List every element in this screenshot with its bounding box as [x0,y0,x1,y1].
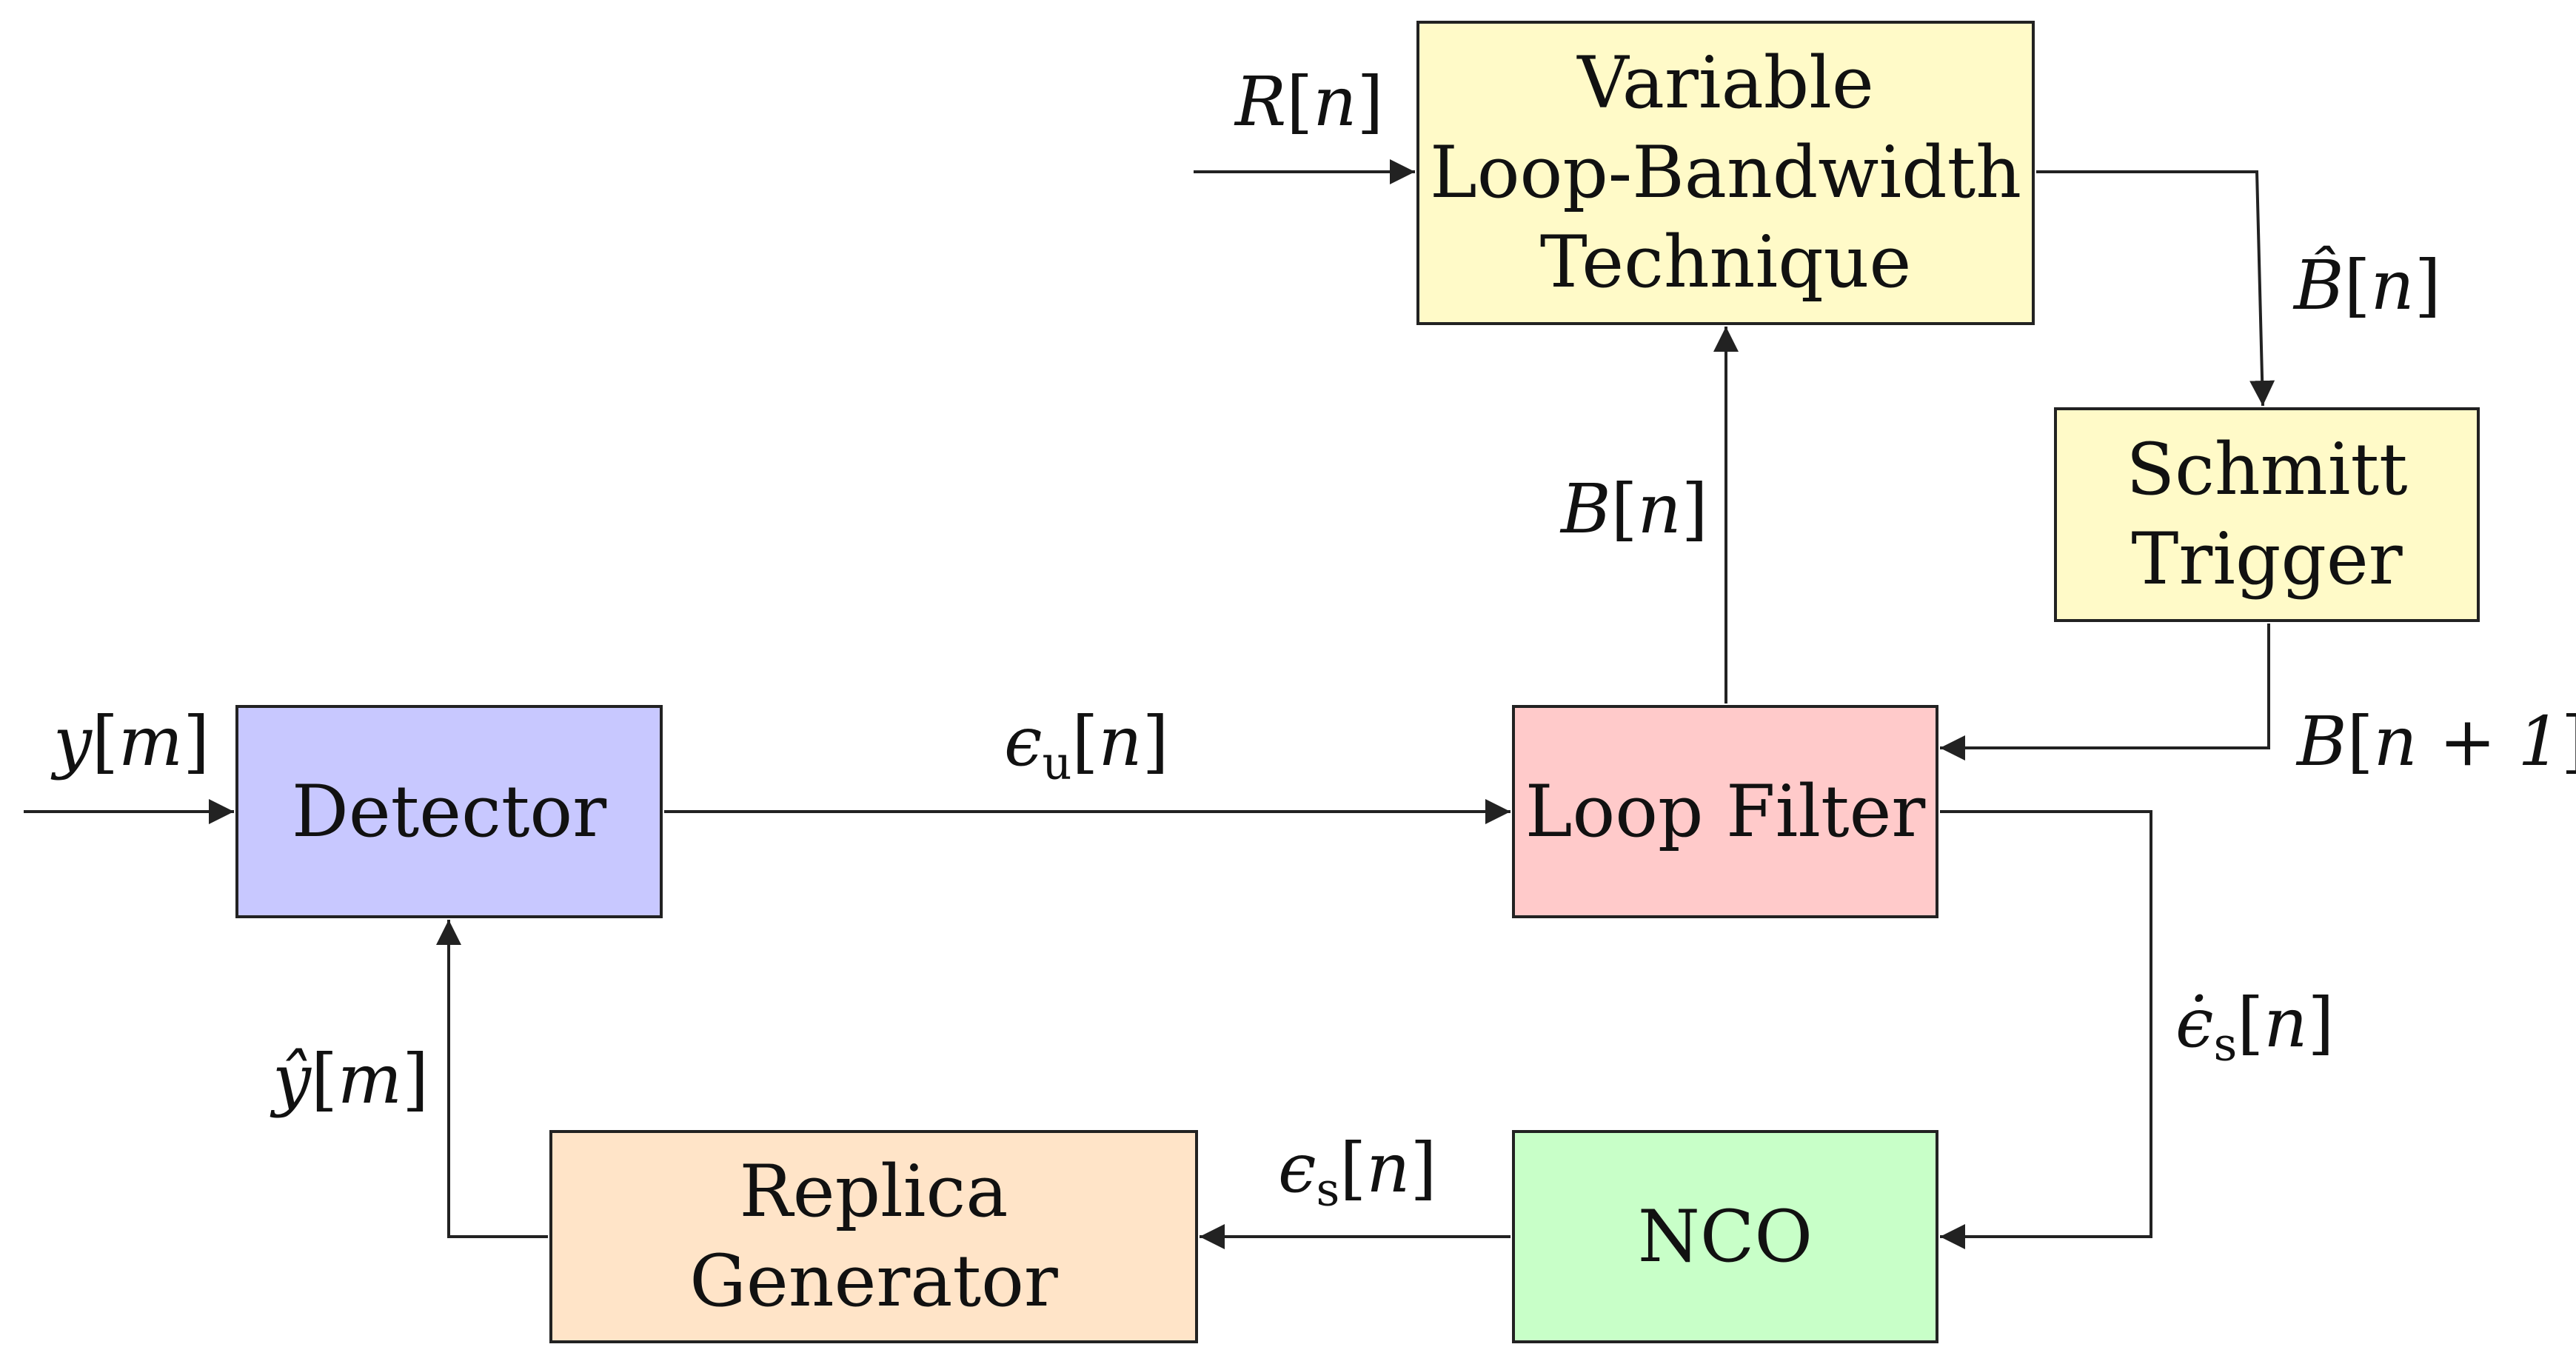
loop-filter-block: Loop Filter [1512,705,1938,918]
yhat-m-index: m [337,1040,403,1119]
label-b-n-plus-1: B[n + 1] [2297,702,2576,781]
bhat-n-symbol: B̂ [2294,246,2344,325]
wire-vlbt-to-schmitt [2036,170,2275,407]
variable-loop-bandwidth-block: Variable Loop-Bandwidth Technique [1416,21,2035,325]
label-eps-u-n: ϵu[n] [1004,702,1169,790]
b-n1-index: n + 1 [2373,702,2561,781]
yhat-m-symbol: ŷ [272,1040,311,1119]
vlbt-line-3: Technique [1539,220,1912,304]
nco-label: NCO [1637,1194,1813,1278]
label-bhat-n: B̂[n] [2294,246,2441,325]
replica-generator-label: Replica Generator [689,1150,1058,1323]
label-y-m: y[m] [53,702,210,781]
eps-s-subscript: s [1316,1162,1340,1217]
detector-block: Detector [235,705,663,918]
label-yhat-m: ŷ[m] [272,1040,429,1119]
label-r-n: R[n] [1235,62,1384,141]
y-m-symbol: y [53,702,92,781]
label-b-n: B[n] [1561,469,1708,549]
loop-filter-label: Loop Filter [1525,769,1926,853]
eps-s-index: n [1366,1129,1411,1208]
schmitt-trigger-block: Schmitt Trigger [2054,407,2480,622]
label-epsdot-s-n: ϵ̇s[n] [2175,983,2335,1072]
y-m-index: m [118,702,184,781]
wire-schmitt-to-loopfilter [1940,624,2270,761]
schmitt-line-1: Schmitt [2126,428,2408,512]
eps-u-index: n [1098,702,1143,781]
eps-u-subscript: u [1042,735,1072,790]
bhat-n-index: n [2370,246,2415,325]
eps-u-symbol: ϵ [1004,702,1043,781]
epsdot-s-index: n [2264,983,2308,1063]
wire-loopfilter-to-nco [1940,810,2152,1249]
r-n-index: n [1313,62,1357,141]
b-n1-symbol: B [2297,702,2347,781]
b-n-index: n [1637,469,1682,549]
nco-block: NCO [1512,1130,1938,1343]
label-eps-s-n: ϵs[n] [1278,1129,1437,1217]
b-n-symbol: B [1561,469,1611,549]
schmitt-line-2: Trigger [2131,518,2403,601]
replica-generator-block: Replica Generator [549,1130,1198,1343]
epsdot-s-subscript: s [2213,1017,2238,1072]
r-n-symbol: R [1235,62,1287,141]
epsdot-s-symbol: ϵ̇ [2175,983,2214,1063]
wire-replica-to-detector [436,920,548,1238]
vlbt-line-1: Variable [1577,41,1874,125]
vlbt-line-2: Loop-Bandwidth [1429,131,2022,215]
eps-s-symbol: ϵ [1278,1129,1317,1208]
detector-label: Detector [291,769,607,853]
